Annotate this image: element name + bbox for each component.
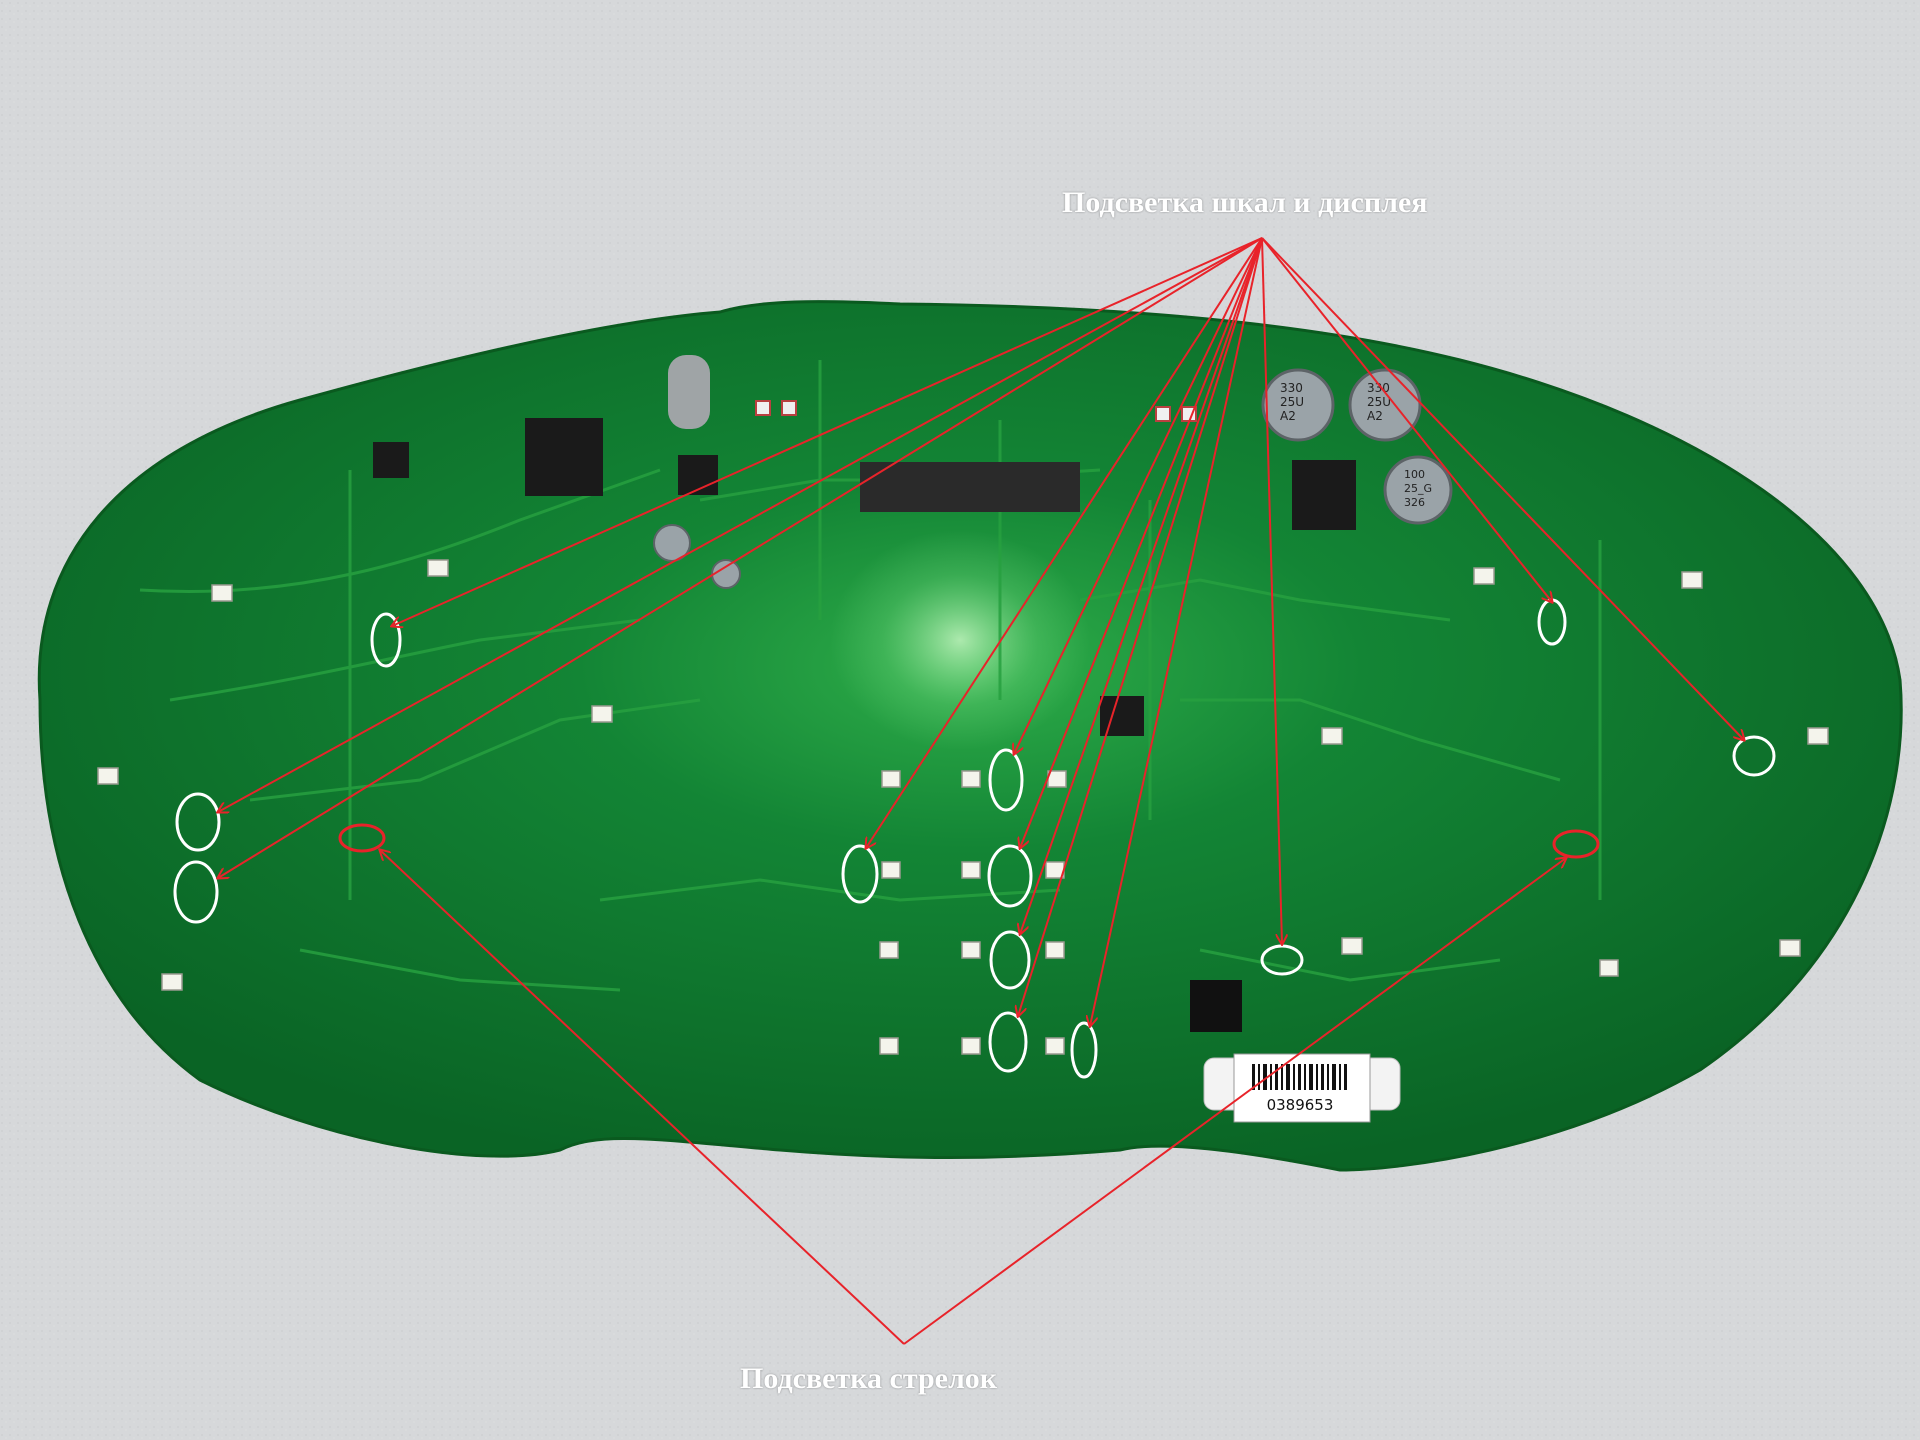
ic-chips: [373, 355, 1356, 1032]
highlight-circle: [338, 823, 386, 853]
svg-text:330: 330: [1280, 381, 1303, 395]
small-chip: [373, 442, 409, 478]
highlight-circle: [988, 1011, 1028, 1073]
smd-leds: [97, 559, 1829, 1055]
needle-backlight-arrows: [380, 850, 1566, 1345]
capacitor: 100 25_G 326: [1383, 455, 1453, 525]
highlight-circle: [175, 792, 221, 852]
highlight-circle: [988, 748, 1024, 812]
capacitor: [711, 559, 741, 589]
electrolytic-capacitors: 330 25U A2 330 25U A2 100 25_G 326: [653, 368, 1453, 589]
crystal: [668, 355, 710, 429]
svg-text:25U: 25U: [1280, 395, 1304, 409]
highlight-circle: [370, 612, 402, 668]
needle-backlight-label: Подсветка стрелок: [740, 1362, 998, 1395]
scale-backlight-arrows: [218, 237, 1744, 1026]
highlight-circle: [841, 844, 879, 904]
scale-display-backlight-label: Подсветка шкал и дисплея: [1062, 186, 1428, 219]
barcode-number: 0389653: [1267, 1096, 1334, 1114]
svg-text:326: 326: [1404, 496, 1425, 509]
needle-highlight-circles: [338, 823, 1600, 859]
highlight-circle: [173, 860, 219, 924]
capacitor: [653, 524, 691, 562]
svg-text:A2: A2: [1367, 409, 1383, 423]
connector-row: [860, 462, 1080, 512]
red-leds: [755, 400, 1197, 422]
barcode: [1252, 1064, 1347, 1090]
voltage-regulator: [1292, 460, 1356, 530]
svg-text:100: 100: [1404, 468, 1425, 481]
highlight-circle: [1552, 829, 1600, 859]
ic-lower: [1190, 980, 1242, 1032]
svg-text:A2: A2: [1280, 409, 1296, 423]
capacitor: 330 25U A2: [1261, 368, 1335, 442]
highlight-circle: [989, 930, 1031, 990]
barcode-sticker: 0389653: [1203, 1053, 1401, 1123]
svg-text:25U: 25U: [1367, 395, 1391, 409]
svg-text:25_G: 25_G: [1404, 482, 1432, 495]
highlight-circle: [987, 844, 1033, 908]
highlight-circle: [1732, 735, 1776, 777]
microcontroller-chip: [525, 418, 603, 496]
ic-mid: [1100, 696, 1144, 736]
highlight-circle: [1070, 1021, 1098, 1079]
small-chip: [678, 455, 718, 495]
capacitor: 330 25U A2: [1348, 368, 1422, 442]
